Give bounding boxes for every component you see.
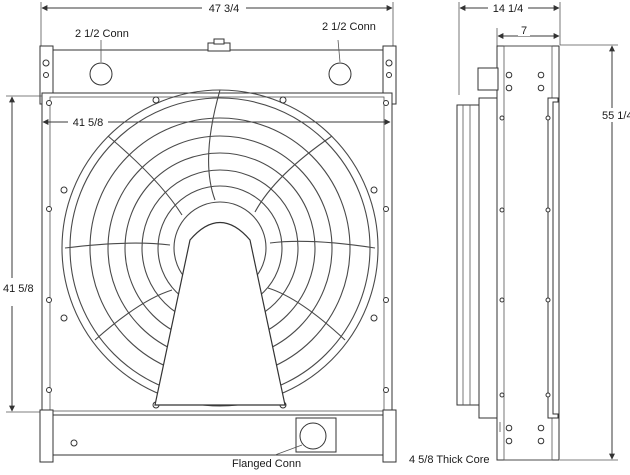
core-width-label: 41 5/8 xyxy=(73,117,104,129)
conn-left-pipe xyxy=(89,62,113,86)
bottom-tank xyxy=(47,414,389,456)
overall-width-label: 47 3/4 xyxy=(209,3,240,15)
core-height-label: 41 5/8 xyxy=(3,283,34,295)
side-depth-label: 14 1/4 xyxy=(493,3,524,15)
side-inner-label: 7 xyxy=(521,25,527,37)
side-view: 14 1/4 7 55 1/4 xyxy=(409,1,630,466)
conn-left-label: 2 1/2 Conn xyxy=(75,28,129,40)
thick-core-label: 4 5/8 Thick Core xyxy=(409,454,490,466)
conn-right-pipe xyxy=(328,62,352,86)
motor-bracket xyxy=(154,221,286,406)
front-view: 47 3/4 2 1/2 Conn 2 1/2 Conn 41 xyxy=(0,1,397,470)
side-fan-guard xyxy=(456,104,480,406)
frame-bolts xyxy=(46,100,389,393)
side-upper-stub xyxy=(477,67,499,91)
flanged-conn-label: Flanged Conn xyxy=(232,458,301,470)
side-height-label: 55 1/4 xyxy=(602,110,630,122)
side-bolts xyxy=(499,71,551,445)
conn-right-label: 2 1/2 Conn xyxy=(322,21,376,33)
